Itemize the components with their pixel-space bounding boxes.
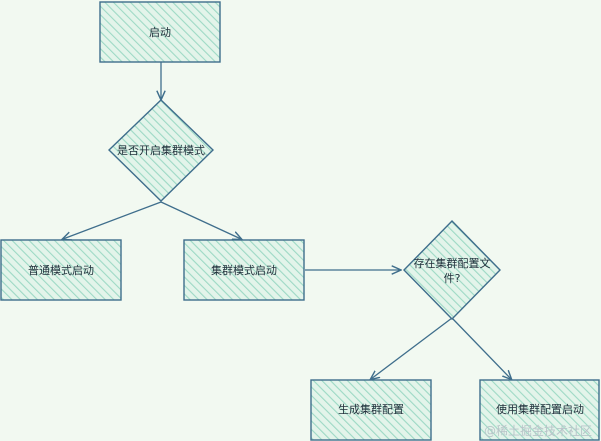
use-config-start-node: 使用集群配置启动	[479, 379, 600, 441]
arrow-config-check-to-use	[451, 317, 511, 379]
normal-start-node: 普通模式启动	[0, 239, 122, 301]
start-node-label: 启动	[149, 26, 171, 39]
cluster-start-node-label: 集群模式启动	[211, 263, 277, 277]
arrow-config-check-to-generate	[371, 317, 453, 379]
cluster-start-node: 集群模式启动	[183, 239, 305, 301]
cluster-mode-decision-label: 是否开启集群模式	[117, 143, 205, 157]
config-exists-decision: 存在集群配置文 件?	[403, 219, 501, 321]
normal-start-node-label: 普通模式启动	[28, 263, 94, 277]
arrow-question-to-normal	[63, 201, 162, 239]
config-exists-label-line1: 存在集群配置文	[414, 256, 491, 270]
generate-config-node: 生成集群配置	[310, 379, 432, 441]
connectors	[63, 62, 511, 379]
generate-config-node-label: 生成集群配置	[338, 402, 404, 416]
use-config-start-node-label: 使用集群配置启动	[496, 402, 584, 416]
watermark: @稀土掘金技术社区	[484, 423, 592, 438]
config-exists-label-line2: 件?	[444, 272, 461, 285]
cluster-mode-decision: 是否开启集群模式	[107, 99, 215, 202]
arrow-question-to-cluster	[160, 201, 241, 239]
start-node: 启动	[99, 1, 221, 63]
